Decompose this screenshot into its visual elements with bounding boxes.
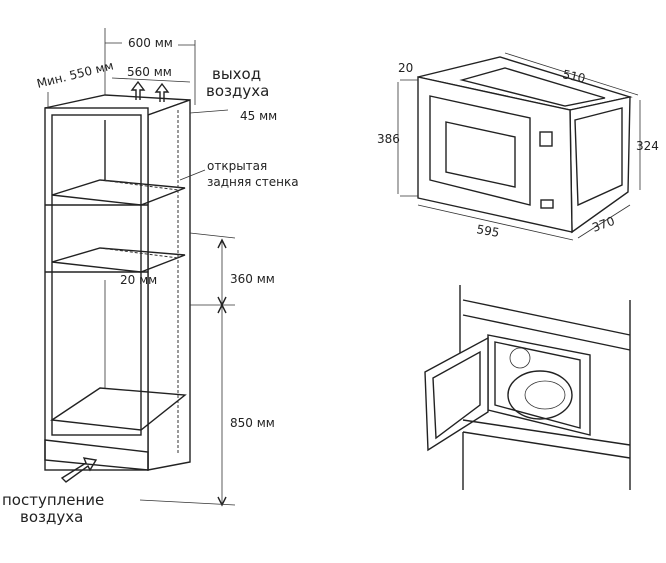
open-back-label-1: открытая <box>207 159 267 173</box>
air-in-label-1: поступление <box>2 491 104 509</box>
shelf-gap-label: 20 мм <box>120 273 157 287</box>
cabinet-drawing <box>44 28 236 507</box>
base-height-label: 850 мм <box>230 416 275 430</box>
frame-label: 20 <box>398 61 413 75</box>
cabinet-width-label: 600 мм <box>128 36 173 50</box>
installed-microwave-drawing <box>424 285 631 490</box>
air-in-label-2: воздуха <box>20 508 83 526</box>
gap-label: 45 мм <box>240 109 277 123</box>
cabinet-min-depth-label: Мин. 550 мм <box>35 58 115 91</box>
body-height-label: 324 <box>636 139 659 153</box>
cabinet-inner-width-label: 560 мм <box>127 65 172 79</box>
air-out-label-1: выход <box>212 65 261 83</box>
open-back-label-2: задняя стенка <box>207 175 299 189</box>
air-out-label-2: воздуха <box>206 82 269 100</box>
front-width-label: 595 <box>475 222 500 240</box>
depth-label: 510 <box>561 67 586 85</box>
microwave-drawing <box>397 52 641 241</box>
niche-height-label: 360 мм <box>230 272 275 286</box>
front-height-label: 386 <box>377 132 400 146</box>
